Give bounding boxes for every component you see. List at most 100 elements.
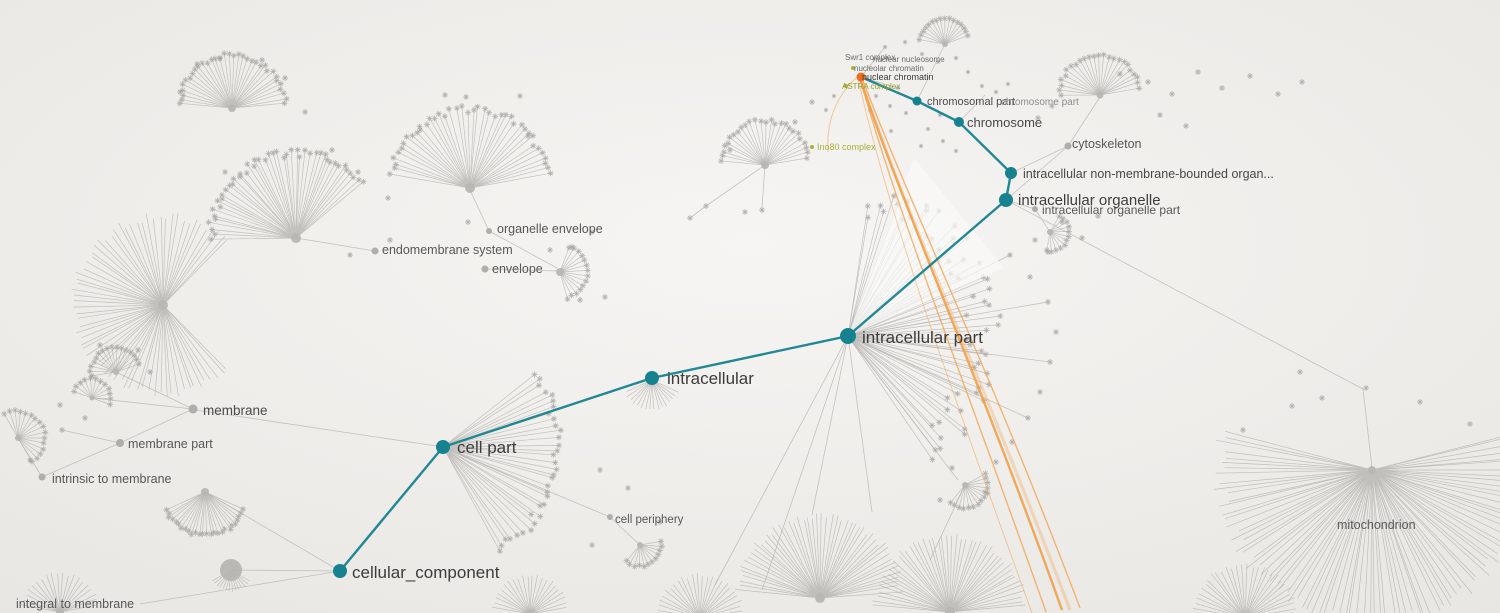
- node-label[interactable]: Swr1 complex: [845, 53, 895, 62]
- fan-cluster-edges: [20, 572, 97, 613]
- node-label[interactable]: chromosomal part: [927, 96, 1015, 108]
- fan-cluster-tips: [86, 344, 142, 379]
- fan-cluster-edges: [1192, 563, 1297, 613]
- node-label[interactable]: cellular_component: [352, 563, 500, 582]
- node-label[interactable]: envelope: [492, 262, 543, 276]
- node-label[interactable]: intrinsic to membrane: [52, 472, 172, 486]
- node-label[interactable]: membrane part: [128, 437, 213, 451]
- cluster-node[interactable]: [526, 610, 534, 613]
- highlighted-edge: [827, 75, 859, 153]
- fan-cluster-tips: [1056, 51, 1143, 99]
- fan-cluster-edges: [166, 491, 244, 535]
- fan-cluster-tips: [205, 146, 367, 243]
- fan-cluster-edges: [626, 379, 679, 410]
- fan-cluster-edges: [919, 18, 969, 45]
- fan-cluster-tips: [947, 470, 991, 512]
- graph-node[interactable]: [481, 265, 489, 273]
- fan-cluster-edges: [71, 213, 227, 397]
- cluster-node[interactable]: [1368, 466, 1376, 474]
- fan-cluster-tips: [386, 103, 554, 177]
- node-label[interactable]: integral to membrane: [16, 597, 134, 611]
- node-labels: organelle envelope endomembrane system env…: [16, 53, 1416, 611]
- fan-cluster-edges: [492, 574, 567, 613]
- path-node[interactable]: [333, 564, 347, 578]
- fan-cluster-edges: [389, 105, 551, 189]
- highlighted-edge: [858, 77, 1064, 611]
- graph-nodes: [38, 66, 1072, 578]
- cluster-node[interactable]: [942, 41, 948, 47]
- path-node[interactable]: [999, 193, 1013, 207]
- node-label[interactable]: endomembrane system: [382, 243, 513, 257]
- cluster-node[interactable]: [158, 300, 168, 310]
- fan-cluster-tips: [718, 116, 811, 164]
- node-label[interactable]: chromosome: [967, 115, 1042, 130]
- graph-node[interactable]: [486, 228, 492, 234]
- fan-cluster-edges: [950, 473, 988, 509]
- selected-node[interactable]: [856, 72, 866, 82]
- fan-cluster-tips: [623, 538, 665, 570]
- fan-cluster-edges: [1214, 431, 1500, 613]
- cluster-node[interactable]: [815, 593, 825, 603]
- node-label[interactable]: nuclear chromatin: [862, 72, 934, 82]
- graph-node[interactable]: [371, 247, 379, 255]
- cluster-node[interactable]: [556, 268, 564, 276]
- node-label[interactable]: cytoskeleton: [1072, 137, 1142, 151]
- fan-cluster-edges: [3, 409, 46, 462]
- fan-cluster-edges: [1059, 54, 1140, 96]
- highlighted-edges: [827, 75, 1081, 613]
- cluster-node[interactable]: [56, 608, 64, 613]
- graph-node[interactable]: [188, 404, 198, 414]
- node-label[interactable]: organelle envelope: [497, 222, 603, 236]
- node-label[interactable]: ASTRA complex: [842, 82, 900, 91]
- fan-cluster-edges: [179, 53, 287, 109]
- green-highlight-node[interactable]: [851, 66, 855, 70]
- cluster-node[interactable]: [228, 104, 236, 112]
- green-highlight-node[interactable]: [810, 145, 814, 149]
- path-node[interactable]: [954, 117, 964, 127]
- path-node[interactable]: [1005, 167, 1017, 179]
- node-label[interactable]: intracellular non-membrane-bounded organ…: [1023, 167, 1274, 181]
- node-label[interactable]: nuclear nucleosome: [873, 55, 945, 64]
- fan-cluster-edges: [89, 346, 140, 377]
- fan-cluster-edges: [657, 573, 743, 613]
- highlighted-edge: [861, 77, 1081, 609]
- node-label[interactable]: nucleolar chromatin: [854, 64, 924, 73]
- node-label[interactable]: cell periphery: [615, 514, 684, 526]
- cluster-node[interactable]: [1096, 91, 1104, 99]
- node-label[interactable]: intracellular organelle part: [1042, 203, 1181, 217]
- fan-cluster-edges: [626, 541, 662, 567]
- path-node[interactable]: [645, 371, 659, 385]
- graph-node[interactable]: [607, 514, 613, 520]
- green-highlight-node[interactable]: [844, 84, 848, 88]
- fan-cluster-tips: [916, 15, 971, 43]
- fan-cluster-edges: [73, 378, 111, 405]
- fan-cluster-edges: [1046, 215, 1070, 252]
- node-label[interactable]: mitochondrion: [1337, 518, 1416, 532]
- node-label[interactable]: membrane: [203, 403, 268, 418]
- fan-cluster-edges: [208, 149, 364, 240]
- graph-node[interactable]: [1064, 142, 1072, 150]
- fan-cluster-edges: [735, 513, 904, 599]
- node-label[interactable]: intracellular: [667, 369, 754, 388]
- node-label[interactable]: chromosome part: [1001, 97, 1079, 108]
- cluster-node[interactable]: [945, 607, 955, 613]
- node-label[interactable]: cell part: [457, 438, 517, 457]
- highlighted-edge: [859, 77, 1047, 613]
- path-node[interactable]: [436, 440, 450, 454]
- cluster-node[interactable]: [465, 183, 475, 193]
- fan-cluster-tips: [70, 375, 114, 408]
- graph-edges: [17, 45, 1373, 605]
- fan-cluster-edges: [559, 247, 588, 300]
- graph-node[interactable]: [38, 473, 46, 481]
- graph-node[interactable]: [116, 439, 124, 447]
- node-label[interactable]: intracellular part: [862, 328, 983, 347]
- graph-node[interactable]: [1032, 206, 1038, 212]
- path-node[interactable]: [912, 96, 922, 106]
- fan-cluster-tips: [564, 244, 591, 303]
- path-node[interactable]: [840, 328, 856, 344]
- node-label[interactable]: intracellular organelle: [1018, 192, 1161, 209]
- node-label[interactable]: Ino80 complex: [817, 142, 876, 152]
